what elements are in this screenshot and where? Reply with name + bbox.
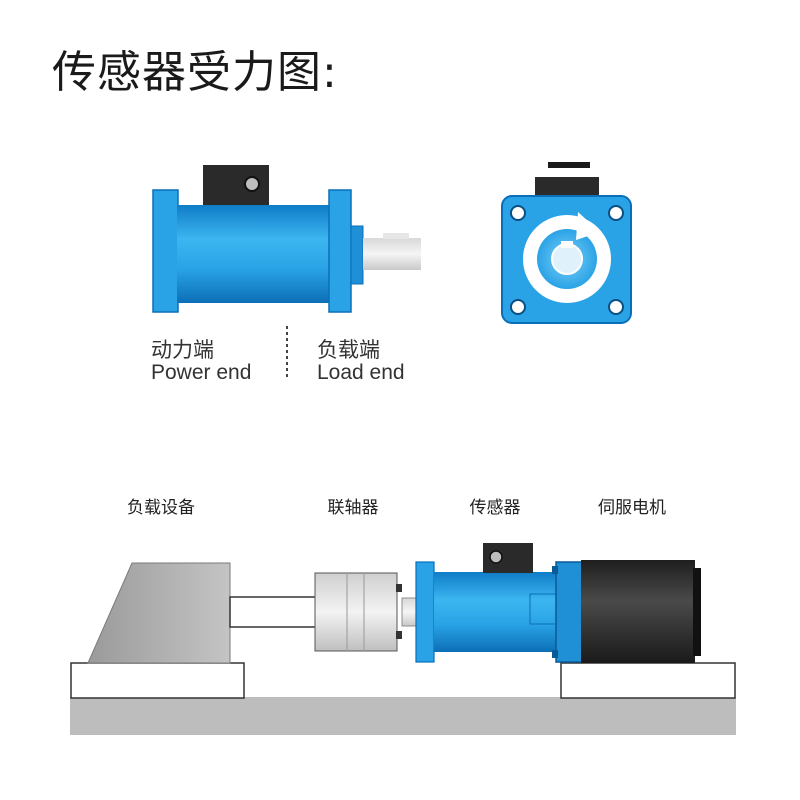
sensor-left-flange: [152, 189, 179, 313]
load-end-label-cn: 负载端: [317, 338, 380, 362]
load-device: [87, 562, 231, 664]
motor-flange: [555, 561, 583, 663]
servo-motor: [581, 560, 695, 663]
bolt-hole-icon: [510, 205, 526, 221]
coupling-bolt: [396, 631, 402, 639]
shaft-key: [383, 233, 409, 239]
mount-hole-icon: [489, 550, 503, 564]
page-title: 传感器受力图:: [52, 47, 338, 98]
left-platform: [70, 662, 245, 699]
shaft-bore: [551, 243, 583, 275]
load-device-label: 负载设备: [127, 498, 195, 518]
servo-motor-label: 伺服电机: [598, 498, 666, 518]
sensor-body: [177, 205, 329, 303]
motor-flange-bolt: [552, 650, 558, 658]
power-end-label-cn: 动力端: [151, 338, 214, 362]
power-end-label-en: Power end: [151, 361, 252, 384]
front-mount-block: [535, 177, 599, 199]
sensor-right-flange: [328, 189, 352, 313]
test-bench-assembly: [70, 543, 736, 735]
rotation-arrowhead-icon: [576, 212, 600, 240]
sensor-label: 传感器: [469, 498, 521, 518]
bench-sensor-flange-left: [415, 561, 435, 663]
bolt-hole-icon: [510, 299, 526, 315]
front-top-bar: [548, 162, 590, 168]
sensor-shaft-collar: [350, 225, 364, 285]
load-end-label-en: Load end: [317, 361, 405, 384]
mount-hole-icon: [244, 176, 260, 192]
coupling-bolt: [396, 584, 402, 592]
right-platform: [560, 662, 736, 699]
sensor-front-view: [501, 162, 632, 324]
bolt-hole-icon: [608, 299, 624, 315]
sensor-shaft: [363, 238, 421, 270]
sensor-side-view: [152, 165, 421, 313]
bench-sensor-body: [434, 572, 558, 652]
coupling: [314, 572, 398, 652]
bolt-hole-icon: [608, 205, 624, 221]
sensor-input-shaft: [401, 597, 417, 627]
coupling-label: 联轴器: [327, 498, 379, 518]
bore-keyway: [561, 241, 573, 248]
load-shaft: [229, 596, 317, 628]
motor-flange-bolt: [552, 566, 558, 574]
servo-motor-endcap: [693, 568, 701, 656]
ground-base: [70, 697, 736, 735]
